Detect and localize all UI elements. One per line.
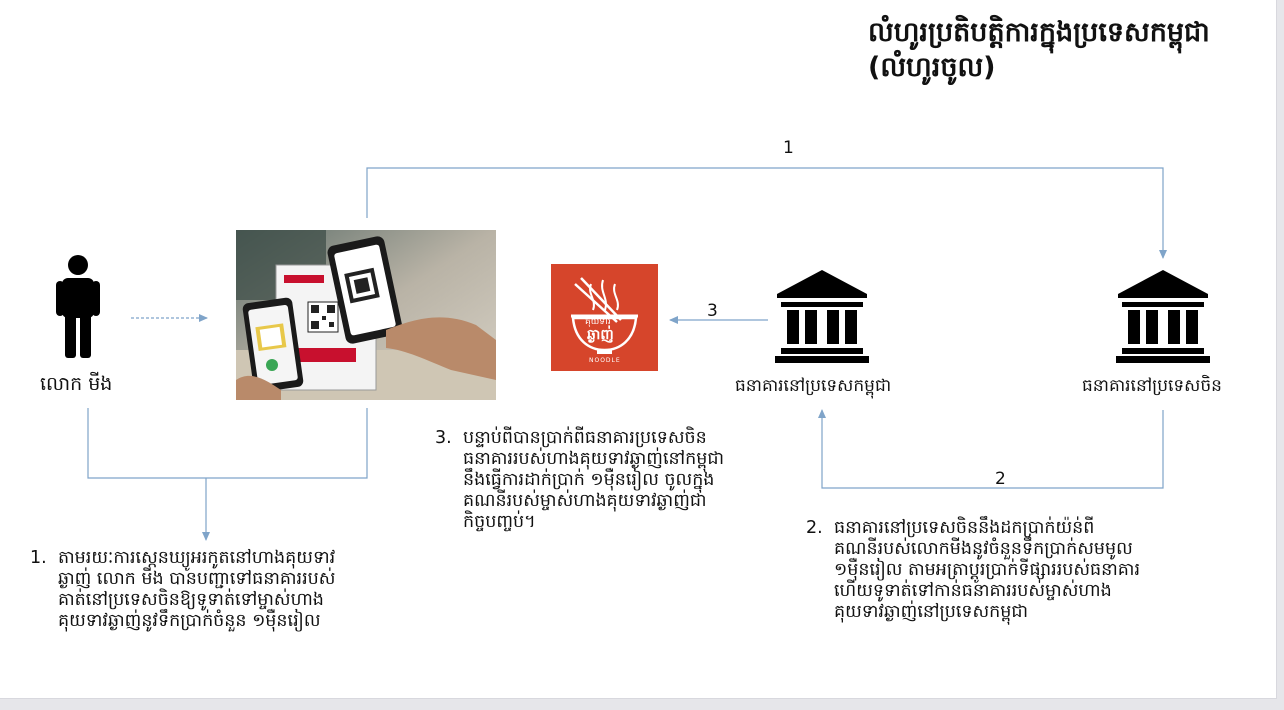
note-step-2: 2. ធនាគារនៅប្រទេសចិននឹងដកប្រាក់យ៉ន់ពី គណ… (806, 518, 1266, 648)
arrow-to-note-1 (87, 408, 368, 479)
note-step-1: 1. តាមរយៈការស្កេនឃ្យូអរកូតនៅហាងគុយទាវ ឆ្… (30, 548, 460, 658)
note-2-number: 2. (806, 518, 823, 538)
note-1-text: តាមរយៈការស្កេនឃ្យូអរកូតនៅហាងគុយទាវ ឆ្ងាញ… (58, 548, 335, 632)
logo-small-text: គុយទាវ (585, 317, 611, 327)
note-step-3: 3. បន្ទាប់ពីបានប្រាក់ពីធនាគារប្រទេសចិន ធ… (435, 428, 815, 553)
note-3-line: កិច្ចបញ្ចប់។ (463, 512, 536, 532)
bank-icon-cambodia (775, 270, 869, 363)
bank-china-label: ធនាគារនៅប្រទេសចិន (1082, 376, 1222, 396)
note-2-line: ១ម៉ឺនរៀល តាមអត្រាប្តូរប្រាក់ទីផ្សាររបស់ធ… (834, 560, 1141, 580)
title-line-1: លំហូរប្រតិបត្តិការក្នុងប្រទេសកម្ពុជា (868, 17, 1210, 48)
note-3-line: នឹងធ្វើការដាក់ប្រាក់ ១ម៉ឺនរៀល ចូលក្នុង (463, 470, 715, 490)
title-line-2: (លំហូរចូល) (868, 51, 996, 83)
note-1-line: ឆ្ងាញ់ លោក មីង បានបញ្ជាទៅធនាគាររបស់ (58, 569, 336, 589)
note-2-text: ធនាគារនៅប្រទេសចិននឹងដកប្រាក់យ៉ន់ពី គណនីរ… (834, 518, 1140, 623)
diagram-title: លំហូរប្រតិបត្តិការក្នុងប្រទេសកម្ពុជា (លំ… (868, 16, 1210, 85)
note-3-text: បន្ទាប់ពីបានប្រាក់ពីធនាគារប្រទេសចិន ធនាគ… (463, 428, 724, 533)
noodle-bowl-icon (571, 277, 638, 354)
note-1-line: គាត់នៅប្រទេសចិនឱ្យទូទាត់ទៅម្ចាស់ហាង (58, 590, 324, 610)
qr-payment-photo (236, 230, 496, 400)
note-3-line: គណនីរបស់ម្ចាស់ហាងគុយទាវឆ្ងាញ់ជា (463, 491, 707, 511)
note-3-number: 3. (435, 428, 452, 448)
noodle-shop-logo: គុយទាវ ឆ្ងាញ់ NOODLE (551, 264, 658, 371)
step-2-label: 2 (995, 469, 1006, 489)
logo-sub-text: NOODLE (589, 357, 621, 364)
bank-cambodia-label: ធនាគារនៅប្រទេសកម្ពុជា (735, 376, 892, 396)
note-2-line: ហើយទូទាត់ទៅកាន់ធនាគាររបស់ម្ចាស់ហាង (834, 581, 1112, 601)
step-3-label: 3 (707, 301, 718, 321)
note-2-line: គណនីរបស់លោកមីងនូវចំនួនទឹកប្រាក់សមមូល (834, 539, 1133, 559)
note-2-line: ធនាគារនៅប្រទេសចិននឹងដកប្រាក់យ៉ន់ពី (834, 518, 1095, 538)
note-1-line: តាមរយៈការស្កេនឃ្យូអរកូតនៅហាងគុយទាវ (58, 548, 336, 568)
arrow-step-1 (366, 167, 1167, 259)
person-label: លោក មីង (40, 373, 113, 395)
arrow-step-2 (818, 409, 1164, 489)
bank-icon-china (1116, 270, 1210, 363)
person-icon (56, 255, 100, 358)
note-3-line: បន្ទាប់ពីបានប្រាក់ពីធនាគារប្រទេសចិន (463, 428, 707, 448)
step-1-label: 1 (783, 138, 794, 158)
logo-big-text: ឆ្ងាញ់ (587, 327, 614, 343)
note-2-line: គុយទាវឆ្ងាញ់នៅប្រទេសកម្ពុជា (834, 602, 1029, 622)
diagram-slide: លំហូរប្រតិបត្តិការក្នុងប្រទេសកម្ពុជា (លំ… (0, 0, 1277, 699)
note-3-line: ធនាគាររបស់ហាងគុយទាវឆ្ងាញ់នៅកម្ពុជា (463, 449, 725, 469)
note-1-line: គុយទាវឆ្ងាញ់នូវទឹកប្រាក់ចំនួន ១ម៉ឺនរៀល (58, 611, 321, 631)
note-1-number: 1. (30, 548, 47, 568)
connector-lines (87, 167, 1167, 541)
